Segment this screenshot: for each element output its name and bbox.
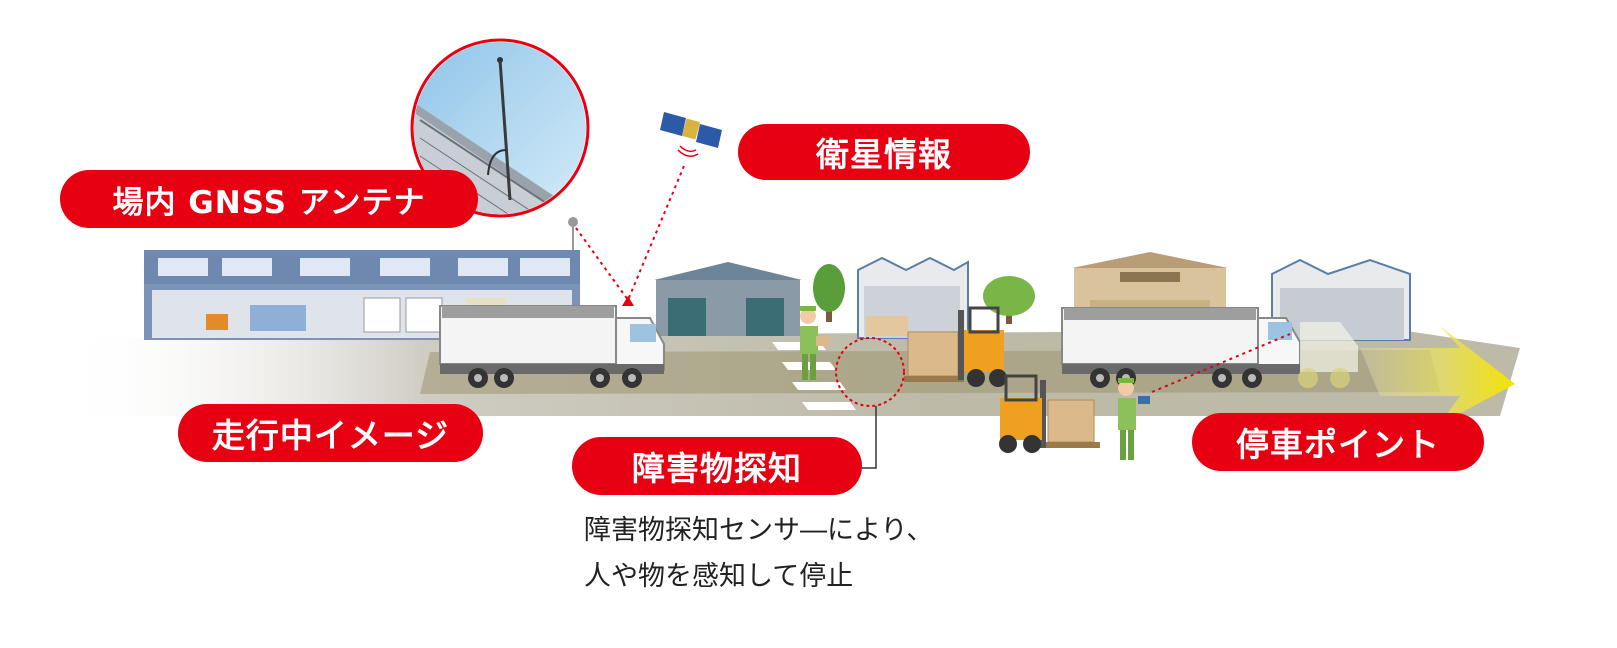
truck-icon (1061, 307, 1358, 388)
label-stop-text: 停車ポイント (1236, 425, 1440, 464)
obstacle-detection-marker (835, 337, 905, 469)
forklift-icon (999, 374, 1100, 453)
label-obstacle-text: 障害物探知 (632, 449, 802, 488)
label-running-text: 走行中イメージ (211, 416, 450, 455)
worker-icon (800, 306, 830, 380)
label-satellite: 衛星情報 (738, 124, 1030, 180)
label-satellite-text: 衛星情報 (816, 135, 952, 174)
forklift-icon (904, 306, 1007, 387)
label-obstacle: 障害物探知 (572, 437, 862, 495)
obstacle-caption: 障害物探知センサ―により、 人や物を感知して停止 (584, 508, 933, 600)
caption-line-1: 障害物探知センサ―により、 (584, 515, 934, 546)
signal-lines (575, 165, 1291, 393)
warehouse-icon (857, 256, 969, 339)
tree-icon (813, 264, 845, 322)
label-antenna-text: 場内 GNSS アンテナ (112, 184, 426, 221)
warehouse-icon (654, 262, 802, 336)
satellite-icon (660, 112, 722, 157)
antenna-icon (410, 38, 590, 218)
tree-icon (983, 276, 1035, 324)
truck-icon (439, 296, 665, 388)
worker-icon (1118, 378, 1150, 460)
caption-line-2: 人や物を感知して停止 (584, 561, 854, 592)
label-running: 走行中イメージ (178, 404, 483, 462)
label-stop: 停車ポイント (1192, 413, 1484, 471)
label-antenna: 場内 GNSS アンテナ (60, 170, 478, 228)
arrow-icon (1360, 326, 1515, 424)
